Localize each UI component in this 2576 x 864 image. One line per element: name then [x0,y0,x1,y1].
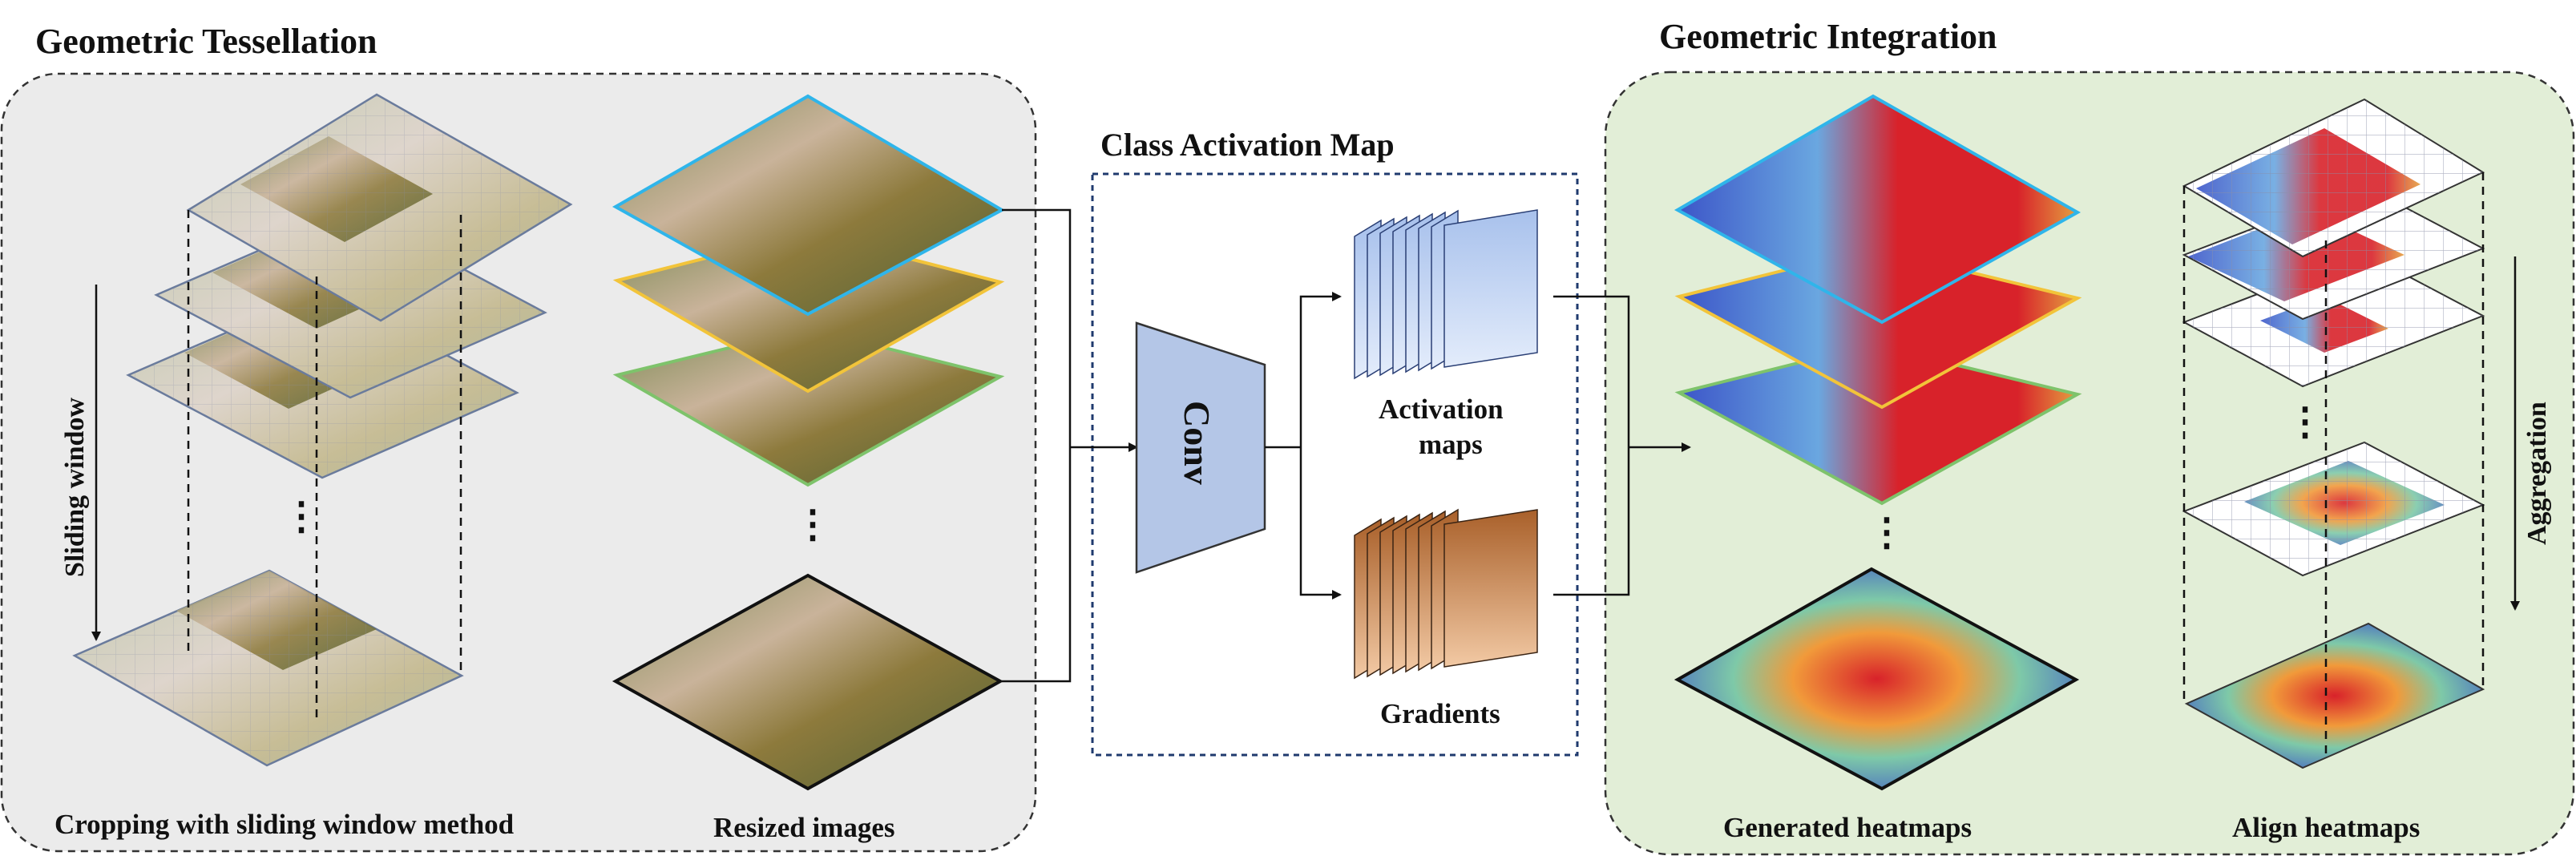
sliding-window-crops [72,93,573,767]
resized-caption: Resized images [713,812,894,843]
resized-ellipsis: ⋮ [793,503,832,546]
conv-label: Conv [1177,401,1217,485]
align-grid-overlay [2184,99,2483,256]
gradients-caption: Gradients [1380,698,1500,729]
tessellation-title: Geometric Tessellation [35,22,378,61]
generated-heatmaps [1674,94,2082,791]
activation-caption-line1: Activation [1379,394,1504,425]
align-ellipsis: ⋮ [2286,401,2324,443]
gradients-stack [1354,508,1538,680]
branch-up-arrow [1299,292,1342,447]
connector-line [1002,208,1072,683]
activation-caption-line2: maps [1419,429,1483,460]
crop-ellipsis: ⋮ [282,495,321,538]
crop-grid [188,95,571,321]
activation-maps-stack [1354,209,1538,380]
resized-images [612,94,1006,791]
align-caption: Align heatmaps [2232,812,2420,843]
aggregation-label: Aggregation [2522,402,2552,545]
generated-caption: Generated heatmaps [1723,812,1972,843]
align-grid-overlay [2184,253,2483,386]
cam-title: Class Activation Map [1100,127,1395,163]
heatmap-blue [1674,94,2081,325]
heatmap-black [1674,567,2080,791]
align-grid-overlay [2184,442,2483,575]
align-grid-overlay [2184,186,2483,319]
align-heatmaps [2182,98,2485,769]
cropping-caption: Cropping with sliding window method [55,809,515,840]
integration-title: Geometric Integration [1659,17,1997,56]
conv-block [1135,321,1266,574]
merge-line [1553,295,1630,596]
crop-grid [75,571,462,765]
sliding-window-label: Sliding window [60,398,90,577]
branch-down-arrow [1299,447,1342,600]
heatmap-ellipsis: ⋮ [1867,511,1906,554]
aggregated-heatmap [2184,622,2485,769]
resized-image-black [612,573,1004,791]
